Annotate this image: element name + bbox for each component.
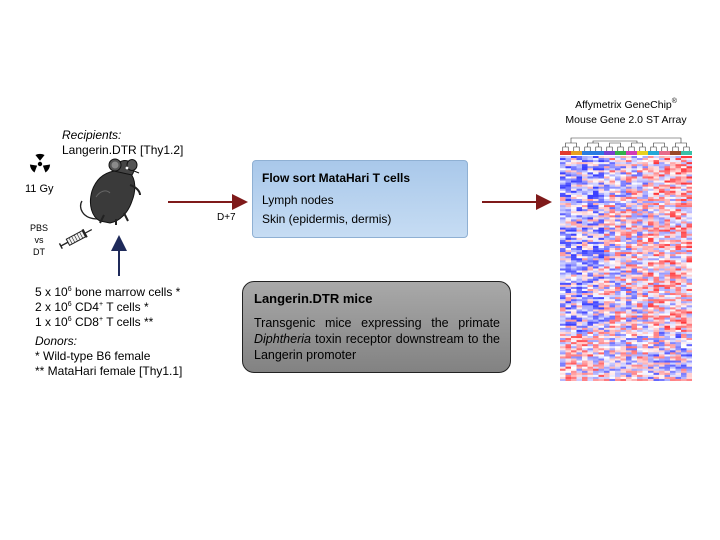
heatmap-sample-bar [675, 151, 682, 155]
syringe-icon [58, 228, 93, 249]
heatmap-sample-bar [576, 151, 583, 155]
heatmap-sample-bar [609, 151, 616, 155]
donor-line: ** MataHari female [Thy1.1] [35, 364, 183, 378]
array-title: Affymetrix GeneChip® Mouse Gene 2.0 ST A… [556, 98, 696, 128]
heatmap-sample-bar [642, 151, 649, 155]
heatmap-sample-bar [604, 151, 610, 155]
mouse-icon [79, 158, 141, 225]
heatmap-sample-bar [593, 151, 599, 155]
heatmap-sample-bar [620, 151, 627, 155]
heatmap-sample-bar [598, 151, 605, 155]
heatmap-sample-bar [664, 151, 671, 155]
array-title-line1: Affymetrix GeneChip® [575, 98, 677, 111]
heatmap-sample-bar [681, 151, 687, 155]
treatment-block: PBS vs DT [30, 222, 48, 258]
array-title-line2: Mouse Gene 2.0 ST Array [565, 114, 687, 126]
heatmap-sample-bar [659, 151, 665, 155]
cell-line-1: 5 x 106 bone marrow cells * [35, 285, 181, 299]
langerin-description: Transgenic mice expressing the primate D… [254, 316, 500, 362]
heatmap-sample-bar [615, 151, 621, 155]
treatment-vs: vs [34, 235, 44, 245]
heatmap-sample-bar [637, 151, 643, 155]
heatmap [560, 137, 692, 381]
heatmap-cells [560, 156, 692, 381]
recipients-block: Recipients: Langerin.DTR [Thy1.2] [62, 128, 183, 158]
donors-label: Donors: [35, 334, 78, 348]
flow-sort-item: Skin (epidermis, dermis) [262, 212, 392, 226]
cells-list: 5 x 106 bone marrow cells * 2 x 106 CD4+… [35, 285, 180, 330]
flow-sort-item: Lymph nodes [262, 193, 334, 207]
heatmap-sample-bar [631, 151, 638, 155]
diphtheria-text: Diphtheria [254, 332, 311, 346]
treatment-dt: DT [33, 247, 45, 257]
heatmap-sample-bar [565, 151, 572, 155]
flow-sort-title: Flow sort MataHari T cells [262, 171, 411, 185]
recipients-label: Recipients: [62, 128, 122, 142]
cell-line-2: 2 x 106 CD4+ T cells * [35, 300, 149, 314]
heatmap-sample-bar [582, 151, 588, 155]
heatmap-dendrogram [562, 137, 690, 151]
heatmap-sample-bar [653, 151, 660, 155]
langerin-title: Langerin.DTR mice [254, 291, 373, 306]
heatmap-sample-bar [587, 151, 594, 155]
donor-line: * Wild-type B6 female [35, 349, 151, 363]
heatmap-image [560, 137, 692, 381]
cell-line-3: 1 x 106 CD8+ T cells ** [35, 315, 154, 329]
radiation-dose: 11 Gy [25, 183, 54, 195]
treatment-pbs: PBS [30, 223, 49, 233]
heatmap-sample-bar [670, 151, 676, 155]
radiation-icon [29, 153, 51, 173]
donors-block: Donors: * Wild-type B6 female ** MataHar… [35, 334, 182, 379]
heatmap-sample-bar [686, 151, 692, 155]
timepoint-label: D+7 [217, 212, 236, 223]
heatmap-sample-bar [648, 151, 654, 155]
recipients-strain: Langerin.DTR [Thy1.2] [62, 143, 184, 157]
heatmap-sample-bar [626, 151, 632, 155]
heatmap-sample-bar [560, 151, 566, 155]
heatmap-sample-bar [571, 151, 577, 155]
langerin-box: Langerin.DTR mice Transgenic mice expres… [242, 281, 511, 373]
flow-sort-box: Flow sort MataHari T cells Lymph nodes S… [252, 160, 468, 238]
